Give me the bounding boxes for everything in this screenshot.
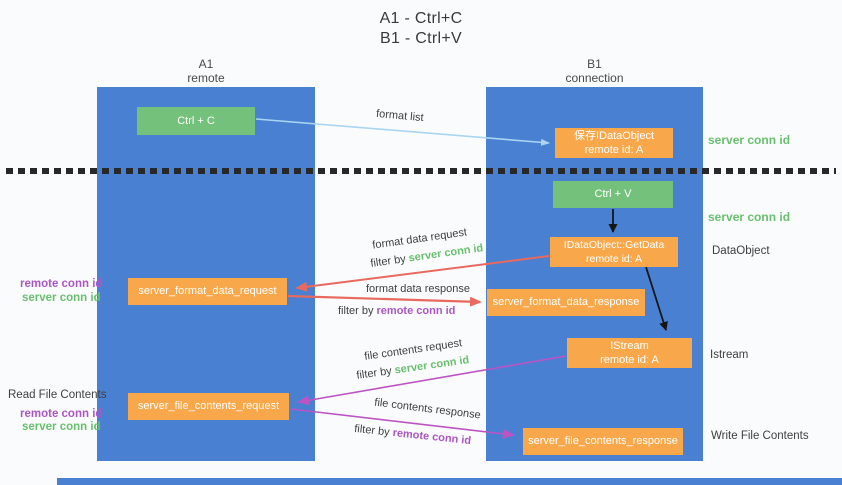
server-conn-id-annotation-1: server conn id bbox=[22, 292, 101, 304]
filter-by-text: filter by bbox=[355, 365, 393, 382]
istream-node: IStream remote id: A bbox=[567, 338, 692, 368]
server-conn-id-annotation-mid: server conn id bbox=[708, 210, 791, 224]
format-data-response-label: format data response bbox=[366, 283, 470, 295]
lane-header-a1: A1 remote bbox=[97, 57, 315, 85]
getdata-line2: remote id: A bbox=[585, 253, 643, 265]
istream-annotation: Istream bbox=[710, 349, 749, 361]
title-line-2: B1 - Ctrl+V bbox=[380, 30, 462, 47]
format-data-response-arrow bbox=[287, 294, 482, 307]
lane-b1-subtitle: connection bbox=[565, 71, 624, 85]
read-file-contents-annotation: Read File Contents bbox=[8, 389, 107, 401]
filter-by-text: filter by bbox=[369, 253, 407, 270]
server-file-contents-request-node: server_file_contents_request bbox=[128, 393, 289, 420]
server-conn-id-annotation-2: server conn id bbox=[22, 421, 101, 433]
dataobject-annotation: DataObject bbox=[712, 245, 770, 257]
ctrl-c-node: Ctrl + C bbox=[137, 107, 255, 135]
lane-a1-subtitle: remote bbox=[187, 71, 225, 85]
title-line-1: A1 - Ctrl+C bbox=[379, 10, 463, 27]
copy-paste-separator-line bbox=[6, 168, 836, 174]
diagram-title: A1 - Ctrl+C B1 - Ctrl+V bbox=[0, 9, 842, 49]
remote-conn-id-text: remote conn id bbox=[392, 426, 472, 448]
ctrl-v-node: Ctrl + V bbox=[553, 181, 673, 208]
bottom-bar bbox=[57, 478, 842, 485]
getdata-line1: IDataObject::GetData bbox=[563, 239, 665, 251]
filter-by-remote-conn-id-label-2: filter by remote conn id bbox=[354, 423, 472, 447]
server-format-data-request-node: server_format_data_request bbox=[128, 278, 287, 305]
lane-header-b1: B1 connection bbox=[486, 57, 703, 85]
istream-line2: remote id: A bbox=[600, 354, 659, 366]
server-conn-id-text: server conn id bbox=[407, 242, 485, 265]
file-contents-response-label: file contents response bbox=[373, 396, 482, 422]
filter-by-text: filter by bbox=[338, 305, 374, 317]
lane-b1-name: B1 bbox=[587, 57, 602, 71]
server-file-contents-response-node: server_file_contents_response bbox=[523, 428, 683, 455]
server-conn-id-text: server conn id bbox=[393, 354, 471, 377]
filter-by-text: filter by bbox=[353, 422, 391, 439]
server-conn-id-annotation-top: server conn id bbox=[708, 133, 791, 147]
remote-conn-id-annotation-1: remote conn id bbox=[20, 278, 103, 290]
save-idataobject-node: 保存IDataObject remote id: A bbox=[555, 128, 673, 158]
format-list-label: format list bbox=[375, 107, 425, 125]
remote-conn-id-annotation-2: remote conn id bbox=[20, 408, 103, 420]
save-idataobject-line2: remote id: A bbox=[584, 144, 644, 156]
lane-a1-name: A1 bbox=[198, 57, 214, 71]
getdata-node: IDataObject::GetData remote id: A bbox=[550, 237, 678, 267]
save-idataobject-line1: 保存IDataObject bbox=[573, 130, 655, 142]
write-file-contents-annotation: Write File Contents bbox=[711, 430, 809, 442]
filter-by-remote-conn-id-label-1: filter by remote conn id bbox=[338, 305, 455, 317]
remote-conn-id-text: remote conn id bbox=[376, 305, 456, 317]
istream-line1: IStream bbox=[610, 340, 649, 352]
server-format-data-response-node: server_format_data_response bbox=[487, 289, 645, 316]
